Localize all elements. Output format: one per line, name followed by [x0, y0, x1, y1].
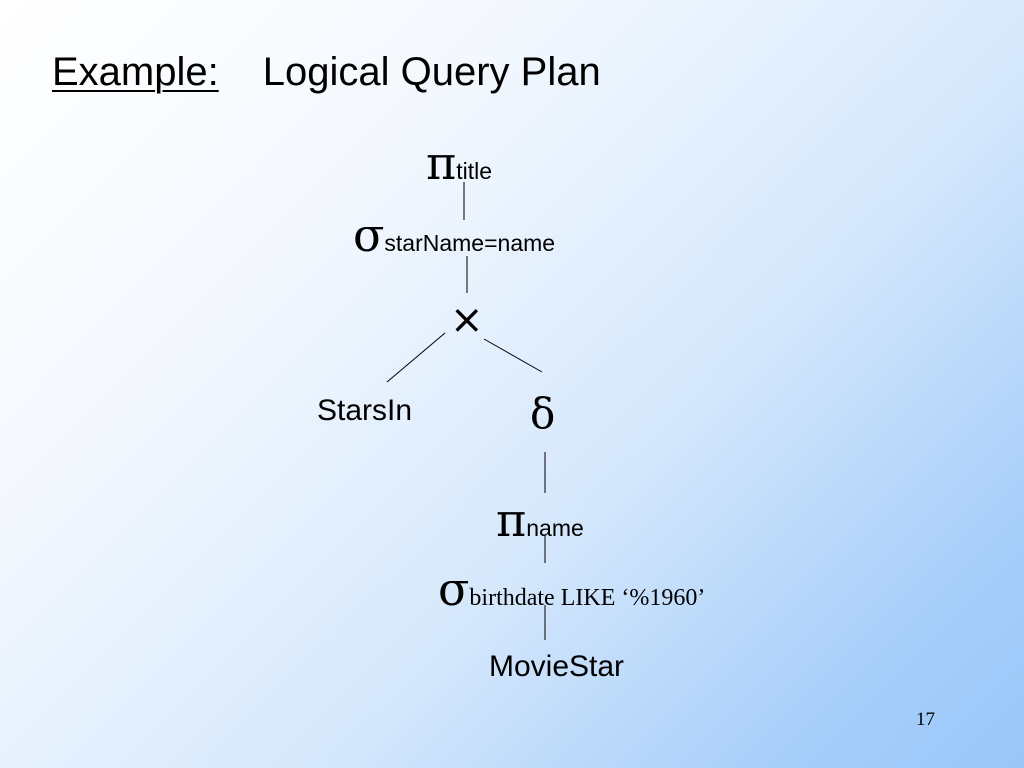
pi-symbol: π: [496, 493, 527, 547]
sigma-symbol: σ: [353, 208, 385, 262]
page-number: 17: [916, 709, 935, 730]
edge-product-starsin: [386, 332, 446, 383]
relation-starsin: StarsIn: [317, 394, 413, 427]
inner-projection-attribute: name: [526, 515, 584, 541]
inner-selection-condition: birthdate LIKE ‘%1960’: [469, 585, 706, 611]
delta-symbol: δ: [530, 389, 556, 438]
cross-product-symbol: ×: [450, 297, 484, 343]
relation-moviestar: MovieStar: [489, 650, 625, 683]
root-projection-attribute: title: [456, 158, 493, 184]
root-selection-condition: starName=name: [384, 230, 556, 256]
root-selection: σstarName=name: [353, 212, 555, 258]
title-prefix: Example:: [52, 50, 219, 94]
inner-projection: πname: [496, 497, 584, 543]
root-projection: πtitle: [426, 140, 492, 186]
slide-title: Example: Logical Query Plan: [52, 50, 601, 94]
title-main: Logical Query Plan: [262, 50, 601, 94]
edge-product-delta: [483, 338, 543, 373]
sigma-symbol: σ: [438, 562, 470, 616]
inner-selection: σbirthdate LIKE ‘%1960’: [438, 566, 705, 612]
pi-symbol: π: [426, 136, 457, 190]
